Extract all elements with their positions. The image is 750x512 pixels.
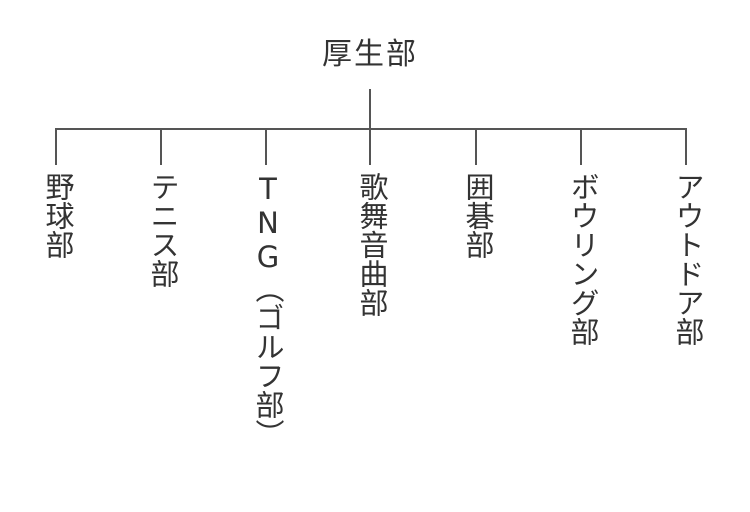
child-node-label: 野球部 [41, 172, 75, 259]
root-node-label: 厚生部 [322, 37, 418, 72]
child-node-label: TNG（ゴルフ部） [251, 172, 285, 448]
child-node-label: ボウリング部 [566, 172, 600, 346]
child-connector-line [475, 129, 477, 165]
child-connector-line [160, 129, 162, 165]
child-connector-line [685, 129, 687, 165]
child-node-label: 囲碁部 [461, 172, 495, 259]
child-connector-line [580, 129, 582, 165]
child-connector-line [55, 129, 57, 165]
horizontal-branch-line [55, 128, 687, 130]
child-node-label: テニス部 [146, 172, 180, 288]
child-node-label: 歌舞音曲部 [355, 172, 389, 317]
root-connector-line [369, 89, 371, 130]
child-node-label: アウトドア部 [671, 172, 705, 346]
child-connector-line [265, 129, 267, 165]
child-connector-line [369, 129, 371, 165]
